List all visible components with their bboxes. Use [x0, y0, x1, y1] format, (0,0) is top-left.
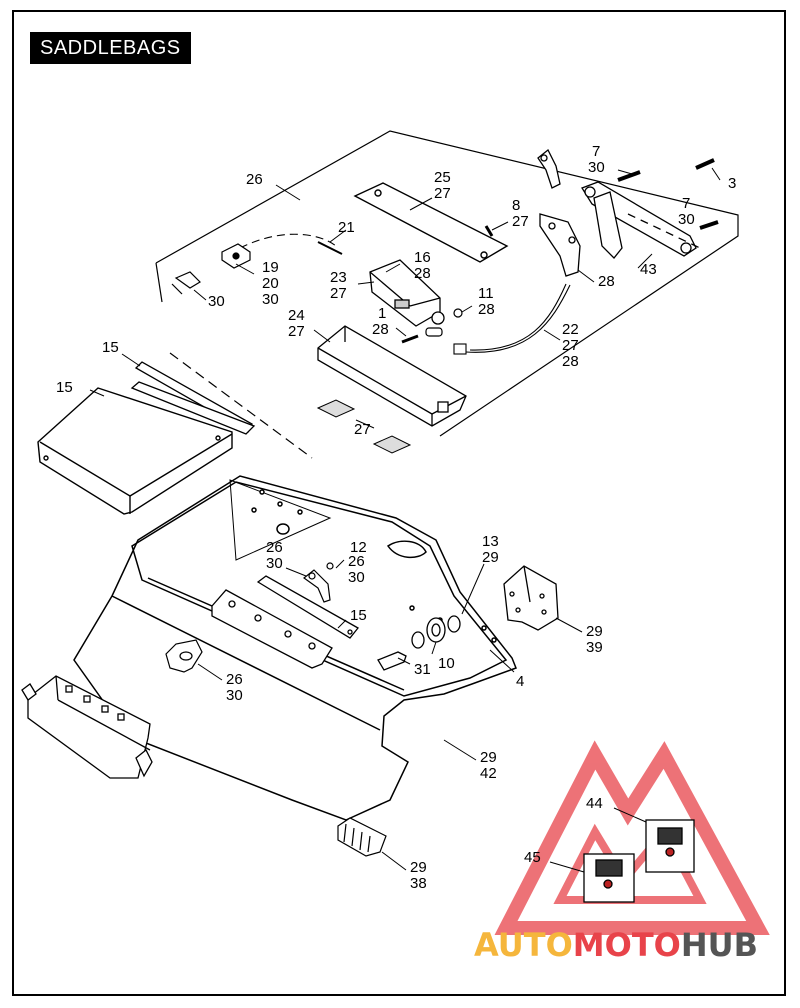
callout-15: 15 — [350, 607, 367, 624]
link-lever — [537, 148, 561, 189]
callout-44: 44 — [586, 795, 603, 812]
release-lever — [303, 562, 334, 603]
watermark-logo-icon — [494, 740, 770, 935]
cable-clip — [171, 243, 251, 295]
callout-13: 13 — [482, 533, 499, 550]
callout-27: 27 — [512, 213, 529, 230]
callout-29: 29 — [586, 623, 603, 640]
medallion-45 — [583, 853, 635, 903]
callout-1: 1 — [378, 305, 386, 322]
callout-16: 16 — [414, 249, 431, 266]
latch-tray — [317, 325, 467, 427]
callout-30: 30 — [226, 687, 243, 704]
callout-3: 3 — [728, 175, 736, 192]
latch-assembly-group — [155, 130, 739, 459]
callout-4: 4 — [516, 673, 524, 690]
callout-27: 27 — [288, 323, 305, 340]
callout-28: 28 — [598, 273, 615, 290]
callout-25: 25 — [434, 169, 451, 186]
callout-30: 30 — [588, 159, 605, 176]
callout-26: 26 — [226, 671, 243, 688]
callout-42: 42 — [480, 765, 497, 782]
callout-29: 29 — [480, 749, 497, 766]
saddlebag-lid — [37, 387, 233, 515]
callout-11: 11 — [478, 285, 494, 302]
callout-30: 30 — [208, 293, 225, 310]
callout-45: 45 — [524, 849, 541, 866]
callout-20: 20 — [262, 275, 279, 292]
callout-30: 30 — [266, 555, 283, 572]
callout-15: 15 — [56, 379, 73, 396]
callout-12: 12 — [350, 539, 367, 556]
hinge-straps — [130, 361, 256, 435]
callout-43: 43 — [640, 261, 657, 278]
callout-27: 27 — [354, 421, 371, 438]
keeper — [165, 639, 203, 673]
bumper-pad — [337, 817, 387, 857]
callout-39: 39 — [586, 639, 603, 656]
callout-28: 28 — [562, 353, 579, 370]
mounting-rail — [21, 675, 153, 779]
callout-28: 28 — [414, 265, 431, 282]
callout-38: 38 — [410, 875, 427, 892]
callout-26: 26 — [266, 539, 283, 556]
callout-8: 8 — [512, 197, 520, 214]
medallion-44 — [645, 819, 695, 873]
callout-26: 26 — [246, 171, 263, 188]
watermark-wordmark: AUTOMOTOHUB — [474, 926, 758, 964]
callout-7: 7 — [682, 195, 690, 212]
callout-23: 23 — [330, 269, 347, 286]
callout-28: 28 — [478, 301, 495, 318]
callout-26: 26 — [348, 553, 365, 570]
release-cable — [239, 233, 571, 355]
callout-29: 29 — [410, 859, 427, 876]
callout-24: 24 — [288, 307, 305, 324]
callout-22: 22 — [562, 321, 579, 338]
watermark-part-3: HUB — [681, 926, 758, 964]
watermark-part-1: AUTO — [474, 926, 573, 964]
mounting-bracket — [539, 213, 581, 277]
callout-27: 27 — [562, 337, 579, 354]
adhesive-pads — [316, 399, 412, 454]
callout-21: 21 — [338, 219, 355, 236]
callout-15: 15 — [102, 339, 119, 356]
hinge-cover-plate — [353, 182, 509, 263]
callout-7: 7 — [592, 143, 600, 160]
callout-27: 27 — [330, 285, 347, 302]
callout-labels: 26 25 27 7 30 3 8 27 21 7 30 16 28 19 20… — [56, 143, 736, 892]
callout-30: 30 — [262, 291, 279, 308]
callout-27: 27 — [434, 185, 451, 202]
page-frame — [12, 10, 786, 996]
callout-30: 30 — [348, 569, 365, 586]
latch-plate — [211, 575, 359, 669]
svg-text:AUTOMOTOHUB: AUTOMOTOHUB — [474, 926, 758, 964]
callout-19: 19 — [262, 259, 279, 276]
watermark-part-2: MOTO — [573, 926, 681, 964]
page-title: SADDLEBAGS — [30, 32, 191, 64]
leader-lines — [89, 167, 721, 873]
callout-29: 29 — [482, 549, 499, 566]
side-bracket — [503, 565, 559, 631]
hinge-arm — [581, 181, 701, 259]
callout-31: 31 — [414, 661, 431, 678]
callout-30: 30 — [678, 211, 695, 228]
callout-28: 28 — [372, 321, 389, 338]
latch-mechanism — [369, 259, 445, 327]
callout-10: 10 — [438, 655, 455, 672]
